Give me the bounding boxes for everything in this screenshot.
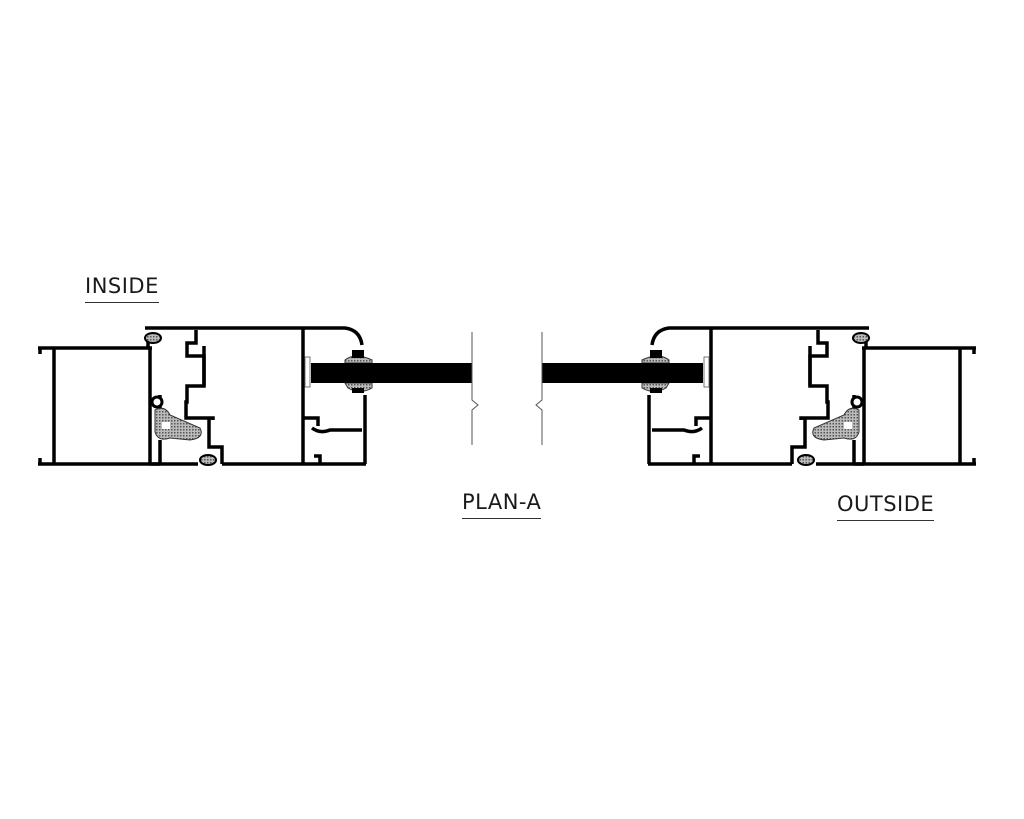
inside-label: INSIDE [85, 274, 159, 303]
outside-label: OUTSIDE [837, 492, 935, 521]
plan-label: PLAN-A [462, 490, 542, 519]
inside-frame-profile [36, 326, 480, 467]
outside-frame-profile [534, 326, 978, 467]
